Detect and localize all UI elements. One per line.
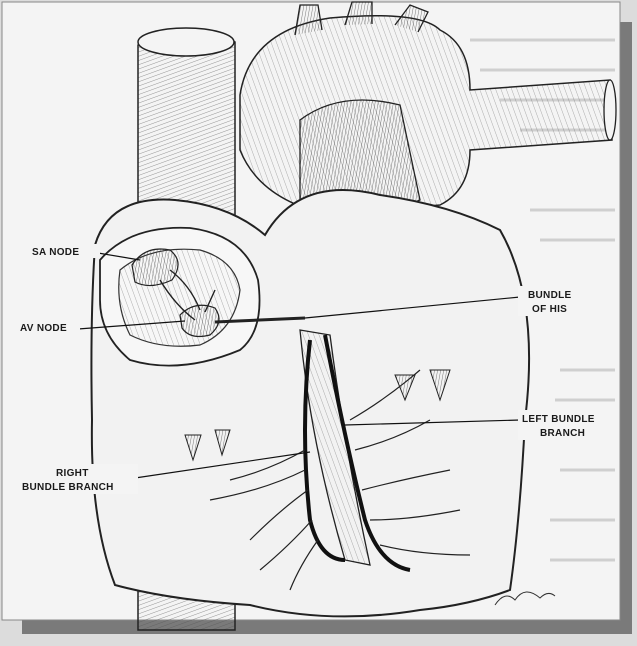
label-left-bundle-1: LEFT BUNDLE — [522, 414, 595, 425]
label-sa-node: SA NODE — [32, 247, 79, 258]
right-atrium — [100, 228, 260, 366]
label-left-bundle-2: BRANCH — [540, 428, 585, 439]
label-av-node: AV NODE — [20, 323, 67, 334]
label-bundle-of-his-2: OF HIS — [532, 304, 567, 315]
label-bundle-of-his-1: BUNDLE — [528, 290, 571, 301]
label-right-bundle-1: RIGHT — [56, 468, 89, 479]
label-right-bundle-2: BUNDLE BRANCH — [22, 482, 114, 493]
